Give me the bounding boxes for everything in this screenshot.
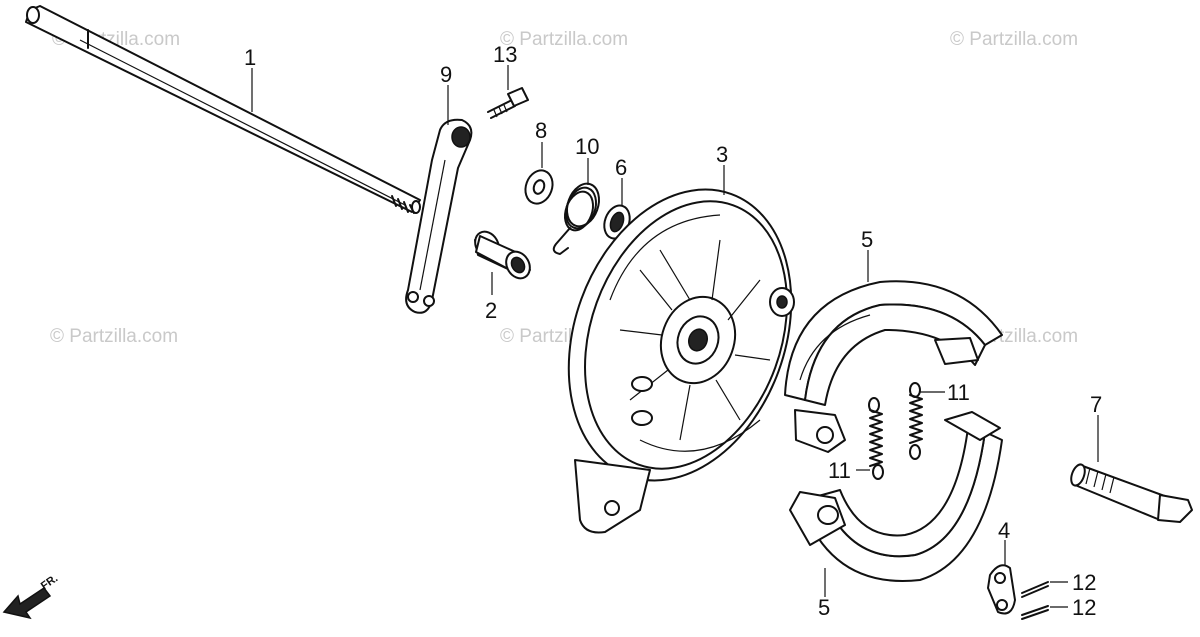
front-arrow-icon bbox=[2, 586, 52, 620]
washer-part[interactable] bbox=[521, 167, 557, 208]
shoe-spring-right-part[interactable] bbox=[909, 382, 923, 460]
leader-lines bbox=[251, 65, 1099, 608]
watermark: © Partzilla.com bbox=[500, 29, 628, 50]
callout-13: 13 bbox=[493, 42, 517, 67]
brake-panel-part[interactable] bbox=[530, 158, 830, 534]
callout-2: 2 bbox=[485, 298, 497, 323]
shoe-spring-left-part[interactable] bbox=[868, 397, 884, 480]
brake-cam-part[interactable] bbox=[1069, 463, 1193, 523]
callout-5-lower: 5 bbox=[818, 595, 830, 620]
callout-9: 9 bbox=[440, 62, 452, 87]
brake-shoe-lower-part[interactable] bbox=[789, 411, 1003, 582]
callout-11-left: 11 bbox=[828, 458, 851, 483]
callout-12-upper: 12 bbox=[1072, 570, 1096, 595]
callout-3: 3 bbox=[716, 142, 728, 167]
callout-6: 6 bbox=[615, 155, 627, 180]
bushing-part[interactable] bbox=[470, 227, 534, 282]
front-direction-marker: FR. bbox=[2, 572, 60, 620]
clip-lower-part[interactable] bbox=[1021, 605, 1049, 620]
callout-7: 7 bbox=[1090, 392, 1102, 417]
callout-10: 10 bbox=[575, 134, 599, 159]
callout-8: 8 bbox=[535, 118, 547, 143]
watermark: © Partzilla.com bbox=[50, 326, 178, 347]
seal-part[interactable] bbox=[600, 202, 634, 242]
watermark: © Partzilla.com bbox=[950, 29, 1078, 50]
return-spring-part[interactable] bbox=[552, 179, 605, 255]
callout-11-right: 11 bbox=[947, 380, 970, 405]
brake-arm-part[interactable] bbox=[405, 118, 473, 314]
brake-shoe-upper-part[interactable] bbox=[784, 280, 1003, 453]
callout-1: 1 bbox=[244, 45, 256, 70]
callout-5-upper: 5 bbox=[861, 227, 873, 252]
bolt-part[interactable] bbox=[487, 87, 529, 119]
brake-rod-part[interactable] bbox=[25, 5, 421, 214]
callout-4: 4 bbox=[998, 518, 1010, 543]
clip-upper-part[interactable] bbox=[1021, 581, 1049, 598]
plate-part[interactable] bbox=[987, 564, 1016, 615]
callout-12-lower: 12 bbox=[1072, 595, 1096, 620]
